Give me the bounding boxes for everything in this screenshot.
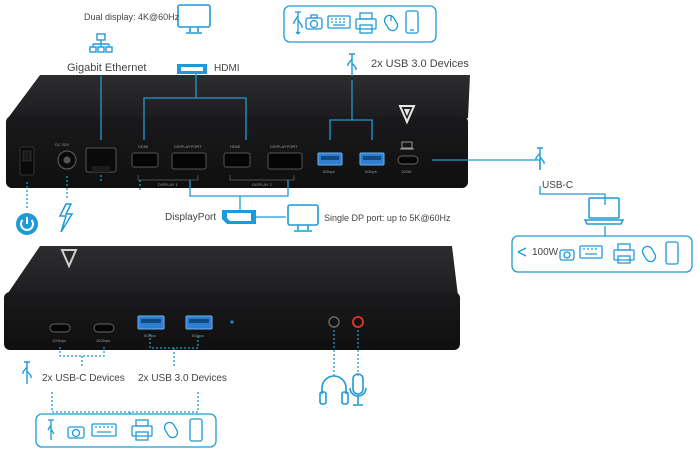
keyboard-icon (327, 15, 351, 29)
displayport-port-2[interactable] (267, 152, 303, 170)
bottom-dock-lid (6, 246, 458, 296)
usb-icon (22, 361, 32, 384)
laptop-icon (583, 197, 625, 225)
port-label-dc: DC 20V (55, 142, 69, 147)
bottom-usb3-devices-label: 2x USB 3.0 Devices (138, 373, 227, 384)
usb-icon (535, 147, 545, 170)
bottom-dock: 10Gbps 10Gbps 5Gbps 5Gbps (4, 246, 460, 350)
usb-c-devices-label: 2x USB-C Devices (42, 373, 125, 384)
microphone-icon (349, 373, 367, 406)
v7-logo (60, 249, 78, 269)
port-label-usbc1: 10Gbps (52, 338, 66, 343)
lightning-icon (517, 247, 527, 257)
bottom-usb-devices-group (35, 413, 217, 448)
displayport-label: DisplayPort (165, 212, 217, 223)
printer-icon (355, 12, 377, 34)
charge-laptop-icon (400, 141, 414, 150)
phone-icon (405, 10, 419, 34)
usb-icon (347, 53, 357, 76)
microphone-jack[interactable] (352, 316, 364, 328)
port-label-usbc2: 10Gbps (96, 338, 110, 343)
usb-icon (47, 419, 55, 440)
mouse-icon (163, 421, 179, 439)
power-delivery-label: 100W (532, 247, 559, 258)
top-usb-devices-group (283, 5, 437, 43)
network-icon (89, 33, 113, 53)
printer-icon (613, 243, 635, 264)
laptop-peripherals-group (511, 235, 693, 273)
mouse-icon (641, 245, 657, 263)
mouse-icon (383, 14, 399, 32)
camera-icon (67, 426, 85, 439)
bottom-connectors (51, 330, 359, 420)
top-dock-front (6, 116, 468, 188)
keyboard-icon (91, 423, 117, 437)
top-usb3-devices-label: 2x USB 3.0 Devices (371, 58, 469, 70)
port-label-display2: DISPLAY 2 (252, 182, 273, 187)
top-dock: HDMI DISPLAYPORT DISPLAY 1 HDMI DISPLAYP… (6, 75, 470, 188)
monitor-icon (287, 204, 319, 232)
v7-logo (398, 105, 416, 125)
power-button-icon (16, 213, 38, 235)
displayport-cable-icon (222, 210, 256, 224)
camera-icon (305, 14, 323, 30)
port-label-dp2: DISPLAYPORT (270, 144, 298, 149)
port-label-usbc-host: 100W (401, 169, 412, 174)
port-label-dp1: DISPLAYPORT (174, 144, 202, 149)
gigabit-ethernet-label: Gigabit Ethernet (67, 62, 147, 74)
port-label-usb-a2: 5Gbps (365, 169, 377, 174)
port-label-usb-a1: 5Gbps (323, 169, 335, 174)
lightning-icon (58, 203, 74, 233)
usb-c-label: USB-C (542, 180, 574, 191)
status-led (230, 320, 234, 324)
phone-icon (665, 241, 679, 265)
keyboard-icon (579, 245, 603, 259)
top-dock-lid (8, 75, 470, 118)
usb-c-host-port[interactable] (397, 155, 419, 165)
monitor-icon (177, 4, 211, 34)
hdmi-port-1[interactable] (131, 152, 159, 168)
usb-c-port-1[interactable] (49, 323, 71, 333)
top-connectors-dotted (26, 175, 141, 210)
printer-icon (131, 419, 153, 441)
hdmi-port-2[interactable] (223, 152, 251, 168)
top-connectors (100, 73, 606, 236)
dual-display-label: Dual display: 4K@60Hz (84, 12, 180, 22)
phone-icon (189, 418, 203, 442)
single-dp-label: Single DP port: up to 5K@60Hz (324, 213, 451, 223)
hdmi-cable-icon (177, 64, 207, 74)
port-label-display1: DISPLAY 1 (158, 182, 179, 187)
displayport-port-1[interactable] (171, 152, 207, 170)
port-label-usb-a4: 5Gbps (192, 333, 204, 338)
camera-icon (559, 249, 575, 261)
headphones-icon (319, 375, 349, 405)
port-label-hdmi1: HDMI (138, 144, 148, 149)
headphone-jack[interactable] (328, 316, 340, 328)
usb-icon (293, 11, 303, 35)
port-label-hdmi2: HDMI (230, 144, 240, 149)
hdmi-label: HDMI (214, 63, 240, 74)
usb-c-port-2[interactable] (93, 323, 115, 333)
